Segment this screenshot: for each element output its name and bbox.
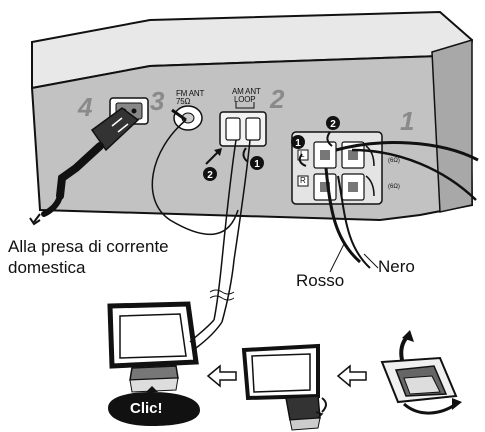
unit-side [432, 40, 472, 212]
terminal-l-label: L [300, 151, 304, 159]
step-arrow-right [338, 366, 366, 386]
am-loop-antenna-folded [382, 330, 462, 413]
am-loop-antenna-assembled [110, 304, 196, 392]
step-1-number: 1 [400, 106, 414, 137]
nero-label: Nero [378, 256, 415, 277]
am-loop-antenna-attaching [244, 346, 326, 430]
marker-2-spk: 2 [330, 119, 336, 130]
am-ant-label-line2: LOOP [234, 96, 255, 104]
rosso-label: Rosso [296, 270, 344, 291]
step-4-number: 4 [78, 92, 92, 123]
marker-1-spk: 1 [295, 138, 301, 149]
marker-2-am: 2 [207, 170, 213, 181]
terminal-r-label: R [300, 177, 306, 185]
fm-ant-label-line2: 75Ω [176, 98, 190, 106]
outlet-label-line1: Alla presa di corrente [8, 236, 169, 257]
step-arrow-left [208, 366, 236, 386]
outlet-label-line2: domestica [8, 257, 85, 278]
impedance-label-lower: (6Ω) [388, 184, 400, 190]
step-2-number: 2 [270, 84, 284, 115]
wire-break-mark [210, 290, 234, 300]
marker-1-am: 1 [254, 159, 260, 170]
impedance-label-upper: (6Ω) [388, 158, 400, 164]
clic-label: Clic! [130, 400, 163, 417]
step-3-number: 3 [150, 86, 164, 117]
